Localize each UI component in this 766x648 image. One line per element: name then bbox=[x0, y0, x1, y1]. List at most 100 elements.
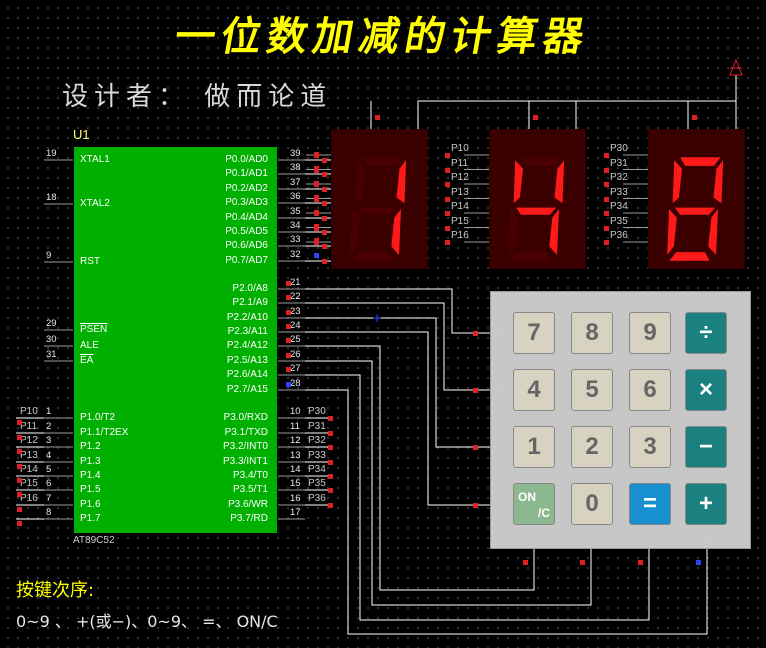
net-label: P30 bbox=[308, 406, 326, 417]
segment-f bbox=[355, 160, 365, 204]
keypad-key[interactable]: 3 bbox=[629, 426, 671, 468]
keypad-key[interactable]: 5 bbox=[571, 369, 613, 411]
display-net-label: P36 bbox=[610, 230, 628, 241]
pin-name: P1.3 bbox=[80, 456, 101, 467]
pin-name: P3.0/RXD bbox=[223, 412, 268, 423]
net-label: P12 bbox=[20, 435, 38, 446]
net-label: P11 bbox=[20, 421, 38, 432]
pin-number: 9 bbox=[46, 250, 52, 261]
row-terminal bbox=[473, 503, 478, 508]
pin-name: P1.5 bbox=[80, 484, 101, 495]
keypad-key[interactable]: 4 bbox=[513, 369, 555, 411]
keypad-key[interactable]: − bbox=[685, 426, 727, 468]
display-net-label: P16 bbox=[451, 230, 469, 241]
keypad-key[interactable]: 7 bbox=[513, 312, 555, 354]
pin-number: 6 bbox=[46, 478, 52, 489]
segment-e bbox=[350, 209, 360, 255]
row-wire-d bbox=[305, 331, 490, 506]
pin-name: P2.1/A9 bbox=[232, 297, 268, 308]
pin-number: 31 bbox=[46, 349, 57, 360]
net-terminal bbox=[328, 431, 333, 436]
keypad-key[interactable]: 9 bbox=[629, 312, 671, 354]
display-net-label: P34 bbox=[610, 201, 628, 212]
net-terminal bbox=[17, 521, 22, 526]
segment-b bbox=[396, 160, 407, 204]
net-terminal bbox=[328, 445, 333, 450]
segment-e bbox=[508, 209, 518, 255]
keypad-key[interactable]: 1 bbox=[513, 426, 555, 468]
seven-segment-display: 4 bbox=[489, 129, 586, 269]
key-label: /C bbox=[538, 506, 550, 520]
pin-number: 34 bbox=[290, 220, 301, 231]
pin-name: P3.4/T0 bbox=[232, 470, 268, 481]
pin-number: 16 bbox=[290, 493, 301, 504]
pin-name: P1.7 bbox=[80, 513, 101, 524]
display-net-terminal bbox=[445, 182, 450, 187]
designer-label: 设计者： 做而论道 bbox=[62, 82, 333, 112]
key-order-heading: 按键次序: bbox=[16, 580, 95, 601]
pin-number: 30 bbox=[46, 334, 57, 345]
pin-number: 4 bbox=[46, 450, 52, 461]
net-terminal bbox=[17, 464, 22, 469]
keypad-row-label: B bbox=[498, 384, 505, 395]
pin-number: 29 bbox=[46, 318, 57, 329]
pin-name: P3.7/RD bbox=[230, 513, 268, 524]
display-net-terminal bbox=[604, 240, 609, 245]
net-terminal bbox=[17, 478, 22, 483]
display-net-terminal bbox=[445, 211, 450, 216]
display-net-label: P30 bbox=[610, 143, 628, 154]
net-terminal bbox=[328, 503, 333, 508]
segment-d bbox=[669, 252, 710, 261]
pin-number: 26 bbox=[290, 349, 301, 360]
key-label: 3 bbox=[643, 433, 657, 460]
pin-name: P3.1/TXD bbox=[224, 427, 268, 438]
segment-c bbox=[549, 209, 559, 255]
pin-name: XTAL1 bbox=[80, 154, 110, 165]
p2-terminal bbox=[286, 382, 291, 387]
pin-name: P0.4/AD4 bbox=[225, 212, 268, 223]
pin-name: P0.3/AD3 bbox=[225, 197, 268, 208]
power-bus bbox=[417, 100, 736, 129]
segment-g bbox=[516, 207, 557, 215]
display-net-terminal bbox=[604, 182, 609, 187]
p0-terminal bbox=[322, 230, 327, 235]
calculator-keypad[interactable]: 7 8 9 ÷ 456 × 1 2 3 − ON/CON/C 0 = + bbox=[490, 291, 751, 549]
segment-d bbox=[510, 252, 551, 261]
keypad-key[interactable]: = bbox=[629, 483, 671, 525]
pin-number: 39 bbox=[290, 148, 301, 159]
key-label: 9 bbox=[643, 319, 657, 346]
pin-number: 27 bbox=[290, 363, 301, 374]
display-net-terminal bbox=[445, 196, 450, 202]
col-wire-4 bbox=[305, 389, 708, 635]
p2-terminal bbox=[286, 310, 291, 315]
row-terminal bbox=[473, 445, 478, 450]
net-label: P31 bbox=[308, 421, 326, 432]
keypad-key[interactable]: × bbox=[685, 369, 727, 411]
pin-name: P1.6 bbox=[80, 499, 101, 510]
pin-name: P2.3/A11 bbox=[227, 326, 268, 337]
p0-terminal bbox=[322, 244, 327, 249]
pin-name: RST bbox=[80, 256, 100, 267]
keypad-key[interactable]: ON/CON/C bbox=[513, 483, 555, 525]
keypad-row-label: D bbox=[498, 499, 506, 510]
segment-f bbox=[672, 160, 682, 204]
pin-number: 38 bbox=[290, 162, 301, 173]
col-wire-1 bbox=[305, 345, 535, 591]
key-label: 8 bbox=[585, 319, 599, 346]
keypad-key[interactable]: 2 bbox=[571, 426, 613, 468]
keypad-col-label: 3 bbox=[642, 537, 653, 543]
keypad-key[interactable]: 0 bbox=[571, 483, 613, 525]
pin-number: 37 bbox=[290, 177, 301, 188]
mcu-chip[interactable] bbox=[73, 146, 278, 534]
common-terminal bbox=[692, 115, 697, 120]
keypad-key[interactable]: ÷ bbox=[685, 312, 727, 354]
keypad-key[interactable]: + bbox=[685, 483, 727, 525]
pin-number: 5 bbox=[46, 464, 52, 475]
display-net-terminal bbox=[314, 167, 319, 173]
pin-number: 33 bbox=[290, 234, 301, 245]
key-label: 2 bbox=[585, 433, 599, 460]
net-terminal bbox=[328, 416, 333, 421]
keypad-key[interactable]: 8 bbox=[571, 312, 613, 354]
keypad-key[interactable]: 6 bbox=[629, 369, 671, 411]
net-terminal bbox=[17, 435, 22, 440]
